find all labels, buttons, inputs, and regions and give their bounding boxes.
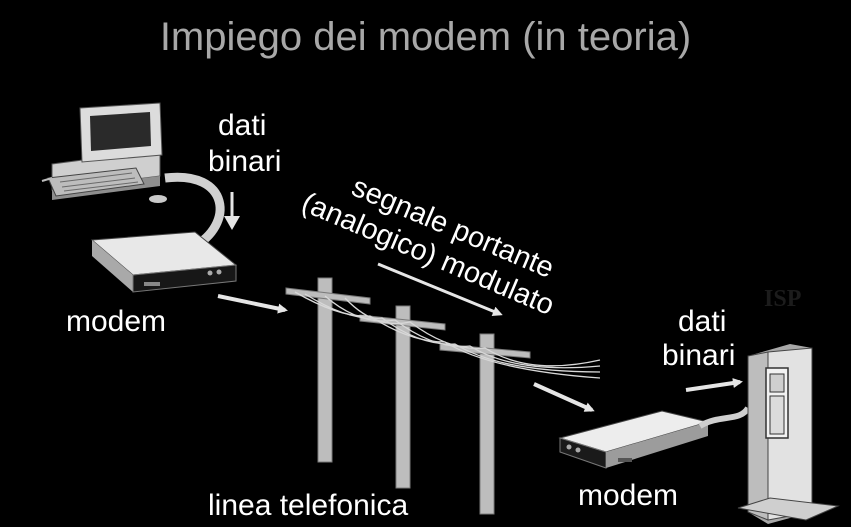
label-isp: ISP — [764, 286, 802, 312]
server-tower-icon — [737, 344, 840, 524]
label-linea: linea telefonica — [208, 489, 409, 522]
label-modem-left: modem — [66, 305, 167, 338]
computer-icon — [41, 102, 225, 251]
label-binari-right: binari — [662, 339, 736, 372]
label-dati-right: dati — [678, 305, 727, 338]
arrow-icon-to-isp — [685, 378, 743, 392]
modem-icon-left — [90, 231, 238, 293]
modem-icon-right — [558, 406, 751, 469]
label-modem-right: modem — [578, 479, 679, 512]
telephone-pole-icon — [285, 277, 531, 515]
arrow-icon-down — [224, 192, 240, 230]
arrow-icon-to-line — [217, 294, 288, 314]
label-binari-left: binari — [208, 145, 282, 178]
telephone-wires — [294, 291, 601, 379]
arrow-icon-to-modem — [533, 382, 595, 412]
arrow-icon-signal — [377, 262, 503, 316]
page-title: Impiego dei modem (in teoria) — [159, 15, 692, 59]
label-dati-left: dati — [218, 109, 267, 142]
